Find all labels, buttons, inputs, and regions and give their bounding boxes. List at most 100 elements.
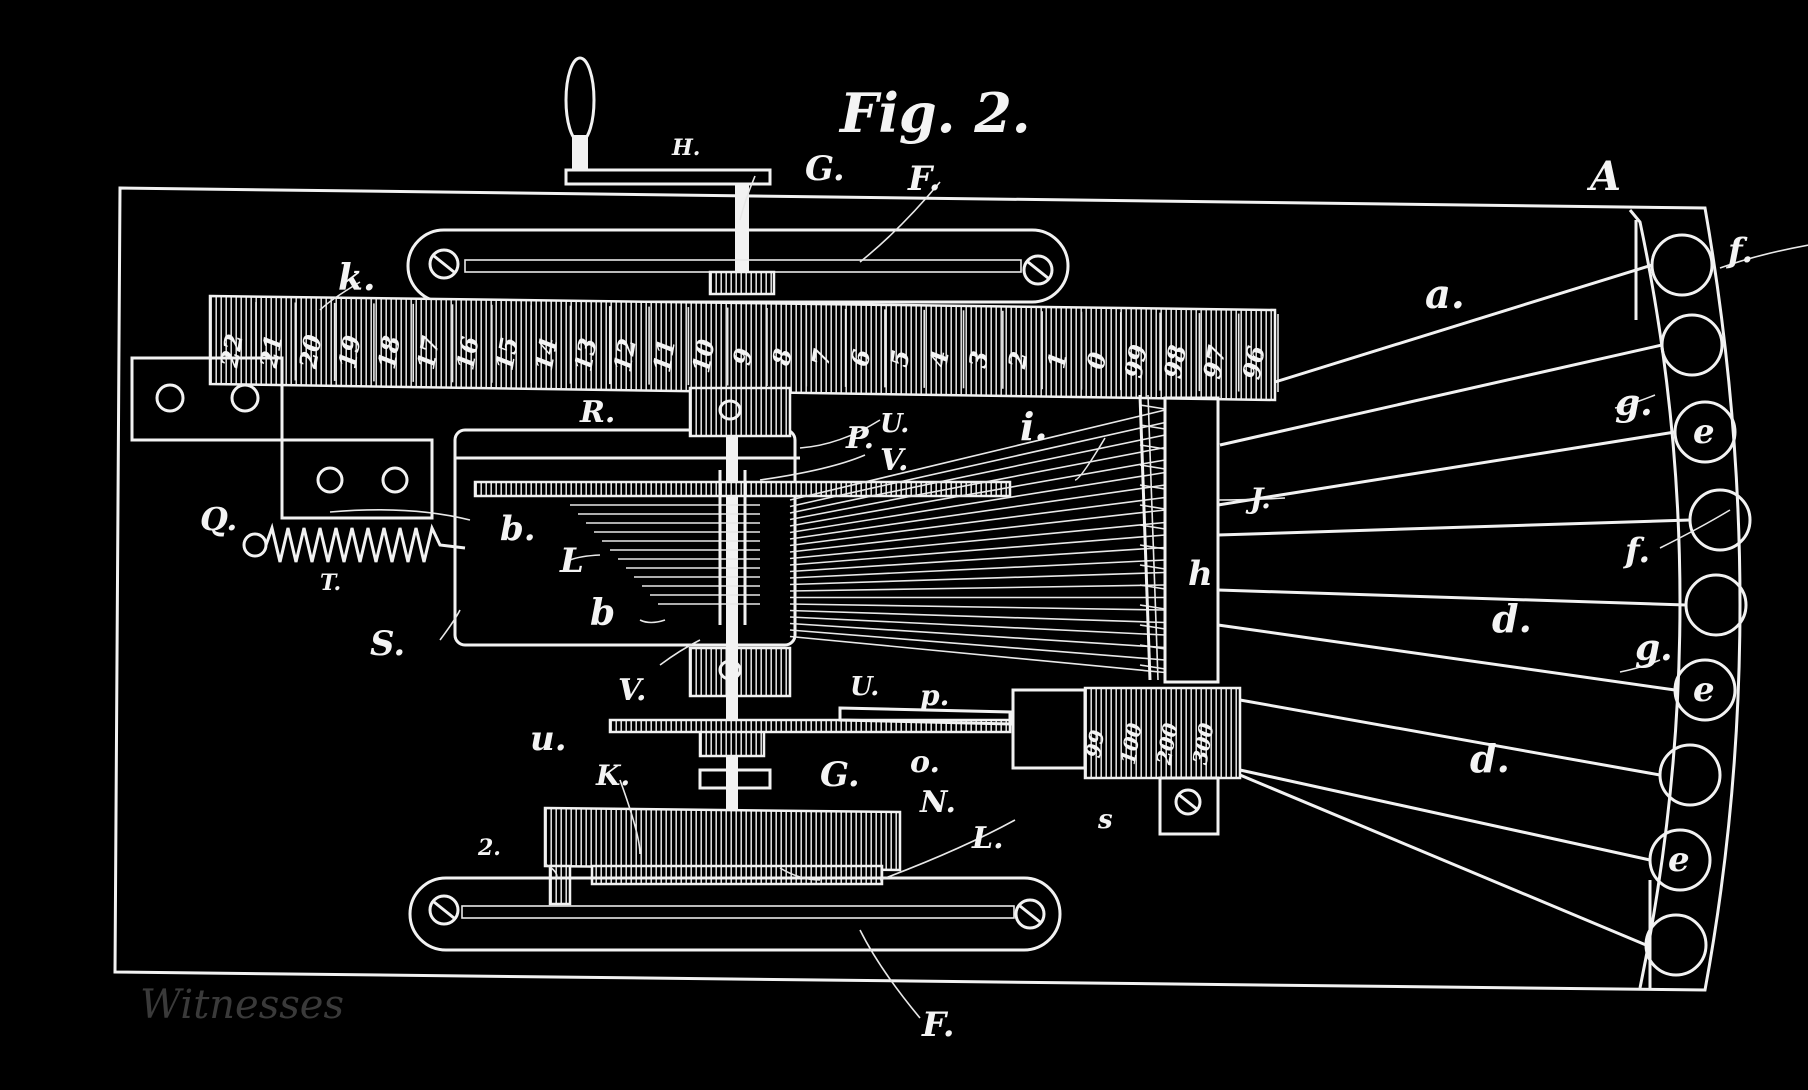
key-ball [1684,573,1748,637]
scale-number: 98 [1158,342,1192,380]
figure-title: Fig. 2. [838,81,1031,145]
radial-rod [1217,430,1676,507]
gear-block [543,806,902,906]
label-e-2: e [1693,670,1715,710]
label-g-2: g. [1635,627,1673,669]
lower-slot-rail [408,876,1062,952]
key-wire [789,434,1166,514]
key-wire [789,521,1166,560]
scale-number: 1 [1041,349,1072,370]
key-wire [789,546,1166,573]
key-wire [789,446,1166,521]
scale-number: 96 [1236,343,1270,381]
scale-number: 18 [372,333,406,371]
key-plate-J [1163,396,1220,684]
key-wire [789,559,1166,579]
radial-rod [1239,698,1661,777]
label-J: J. [1245,482,1271,515]
scale-number: 6 [845,347,877,369]
comb-tooth [1139,584,1166,590]
comb-tooth [1139,564,1166,570]
key-wires [789,404,1166,674]
key-wire [789,584,1166,592]
plate-curved-edge [1628,209,1682,989]
scale-number: 9 [727,345,759,367]
label-T: T. [320,570,341,596]
label-b-upper: b. [500,509,536,549]
key-ball [1644,913,1708,977]
key-wire [789,421,1166,508]
label-V-lower: V. [618,673,646,708]
dial-number: 99 [1081,728,1109,760]
label-R: R. [579,395,615,430]
label-G-lower: G. [820,755,860,795]
comb-tooth [1139,444,1166,450]
leader-lines [319,175,1808,1019]
comb-tooth [1139,644,1166,650]
left-bracket [130,356,434,520]
upper-hub [688,386,792,438]
upper-slot-rail [406,228,1070,304]
key-wire [789,409,1166,501]
witness-signature: Witnesses [140,982,344,1028]
key-ball [1688,488,1752,552]
label-e-3: e [1668,840,1690,880]
scale-number: 16 [450,334,484,372]
radial-rod [1217,588,1687,607]
rack-bar [473,480,1012,498]
comb-tooth [1139,404,1166,410]
key-wire [789,616,1166,636]
label-N: N. [919,785,956,820]
crank-handle [564,56,772,284]
label-u: u. [530,719,567,759]
radial-rod [1219,343,1663,447]
center-shaft [726,436,738,876]
label-f-2: f. [1623,531,1650,571]
radial-rod [1274,263,1653,384]
key-wire [789,609,1166,624]
radial-rods: e e e [1217,220,1752,990]
comb-tooth [1139,604,1166,610]
scale-number: 20 [293,332,328,371]
label-A: A [1586,153,1621,200]
key-wire [789,635,1166,674]
part-labels: A H. G. F. k. R. P. V. U. i. Q. b. L T. … [200,135,1753,1045]
scale-number: 3 [963,349,994,370]
label-U-upper: U. [880,409,909,439]
scale-number: 5 [884,348,915,369]
scale-number: 15 [490,335,524,373]
scale-number: 19 [332,333,366,371]
label-e-1: e [1693,412,1715,452]
radial-rod [1217,623,1676,692]
scale-number: 99 [1119,342,1153,380]
key-ball [1650,233,1714,297]
scale-number: 10 [686,337,720,375]
label-o: o. [910,745,940,780]
scale-number: 8 [766,346,798,369]
label-P-upper: P. [845,421,874,456]
label-d-2: d. [1470,736,1510,781]
label-b-lower: b [590,592,615,634]
label-F-bottom: F. [921,1005,955,1045]
key-ball [1673,658,1737,722]
label-U-lower: U. [850,672,879,702]
stepped-levers [570,470,760,625]
radial-rod [1239,773,1647,947]
lower-hub [688,646,792,698]
scale-number: 11 [647,337,681,375]
label-L-lower: L. [971,821,1004,856]
key-wire [789,471,1166,534]
key-wire [789,534,1166,566]
scale-number: 0 [1081,350,1113,372]
key-wire [789,484,1166,540]
key-ball [1660,313,1724,377]
label-a-1: a. [1425,271,1465,318]
comb-tooth [1139,424,1166,430]
label-S: S. [370,624,405,664]
radial-rod [1217,518,1691,537]
label-p: p. [920,679,949,712]
key-wire [789,509,1166,553]
comb-tooth [1139,624,1166,630]
key-wire [789,571,1166,586]
